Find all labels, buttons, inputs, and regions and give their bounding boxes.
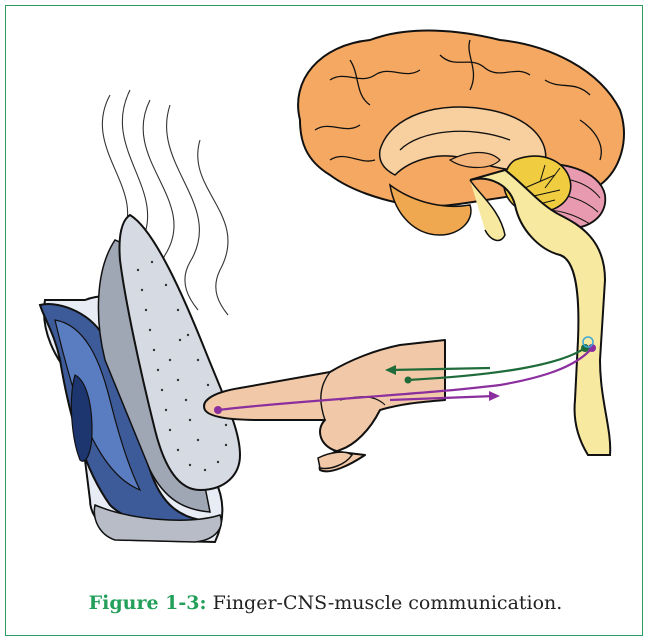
figure-label: Figure 1-3: [89,592,207,614]
iron-icon [40,215,240,542]
brain-icon [298,31,624,235]
sensory-receptor-dot [214,406,222,414]
motor-muscle-dot [405,377,412,384]
figure-caption: Figure 1-3: Finger-CNS-muscle communicat… [0,592,651,614]
figure-caption-text: Finger-CNS-muscle communication. [213,592,563,614]
finger-cns-muscle-illustration [0,0,651,560]
sensory-arrowhead [489,391,500,401]
